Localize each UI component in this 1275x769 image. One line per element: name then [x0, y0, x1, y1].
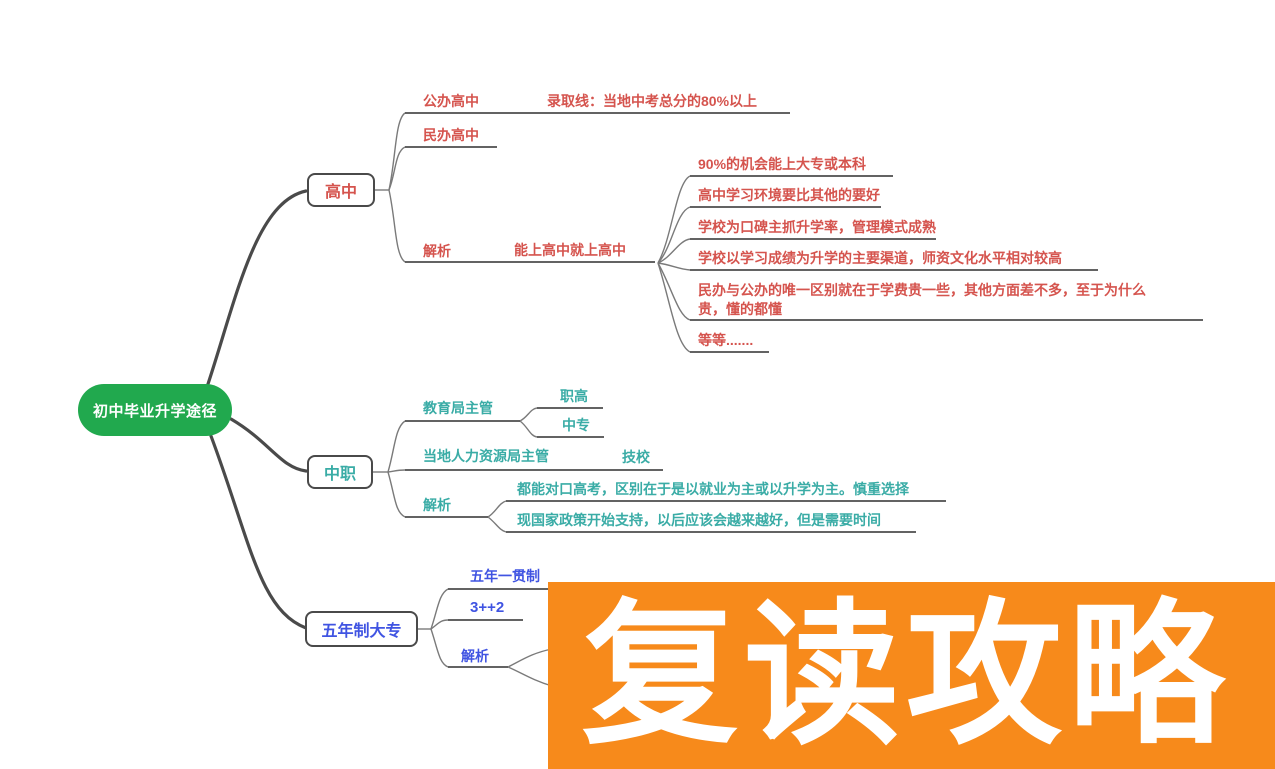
branch-highschool[interactable]: 高中 [307, 173, 375, 207]
promo-banner-title: 复读攻略 [582, 588, 1230, 763]
vocational-point-1[interactable]: 都能对口高考，区别在于是以就业为主或以升学为主。慎重选择 [517, 481, 909, 497]
root-topic-label: 初中毕业升学途径 [92, 402, 217, 420]
highschool-point-4[interactable]: 学校以学习成绩为升学的主要渠道，师资文化水平相对较高 [698, 250, 1062, 266]
topic-vocational-analysis[interactable]: 解析 [423, 497, 451, 513]
branch-fiveyear-college[interactable]: 五年制大专 [305, 611, 418, 647]
branch-vocational[interactable]: 中职 [307, 455, 373, 489]
topic-three-plus-two[interactable]: 3++2 [470, 599, 505, 616]
topic-secondary-special[interactable]: 中专 [562, 417, 590, 433]
highschool-point-1[interactable]: 90%的机会能上大专或本科 [698, 156, 867, 172]
topic-vocational-high[interactable]: 职高 [560, 388, 588, 404]
topic-public-highschool[interactable]: 公办高中 [423, 93, 479, 109]
vocational-point-2[interactable]: 现国家政策开始支持，以后应该会越来越好，但是需要时间 [517, 512, 881, 528]
topic-highschool-analysis-note[interactable]: 能上高中就上高中 [514, 242, 626, 258]
highschool-point-3[interactable]: 学校为口碑主抓升学率，管理模式成熟 [698, 219, 936, 235]
topic-five-year-program[interactable]: 五年一贯制 [470, 568, 540, 584]
topic-highschool-analysis[interactable]: 解析 [423, 243, 451, 259]
topic-hr-bureau[interactable]: 当地人力资源局主管 [423, 448, 549, 464]
branch-fiveyear-college-label: 五年制大专 [321, 623, 402, 640]
branch-vocational-label: 中职 [323, 466, 356, 483]
highschool-point-6[interactable]: 等等....... [698, 332, 754, 348]
promo-banner: 复读攻略 [548, 582, 1275, 769]
topic-fiveyear-analysis[interactable]: 解析 [461, 648, 489, 664]
branch-highschool-label: 高中 [324, 184, 357, 201]
highschool-point-2[interactable]: 高中学习环境要比其他的要好 [698, 187, 880, 203]
topic-private-highschool[interactable]: 民办高中 [423, 127, 479, 143]
topic-technical-school[interactable]: 技校 [622, 449, 650, 465]
topic-education-bureau[interactable]: 教育局主管 [423, 400, 493, 416]
highschool-point-5[interactable]: 民办与公办的唯一区别就在于学费贵一些，其他方面差不多，至于为什么贵，懂的都懂 [698, 282, 1146, 317]
topic-admission-line-note[interactable]: 录取线：当地中考总分的80%以上 [547, 93, 758, 109]
root-topic[interactable]: 初中毕业升学途径 [78, 384, 232, 436]
